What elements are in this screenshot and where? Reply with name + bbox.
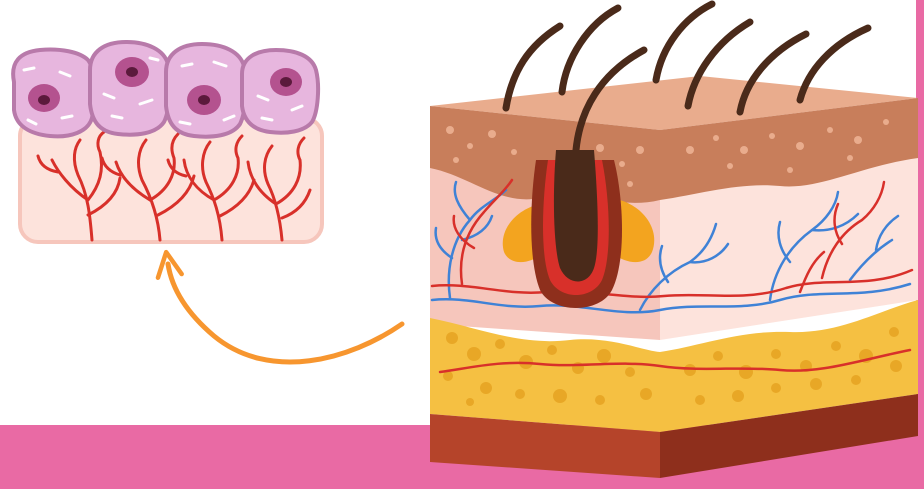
epithelial-cell <box>166 44 246 137</box>
epithelial-cell <box>242 50 318 133</box>
epithelial-cells-illustration <box>13 42 318 137</box>
curved-arrow-icon <box>168 264 402 362</box>
skin-cross-section-illustration <box>430 4 918 478</box>
epithelial-tissue-illustration <box>13 42 322 242</box>
epithelial-cell <box>90 42 170 135</box>
epithelial-cell <box>13 49 94 136</box>
